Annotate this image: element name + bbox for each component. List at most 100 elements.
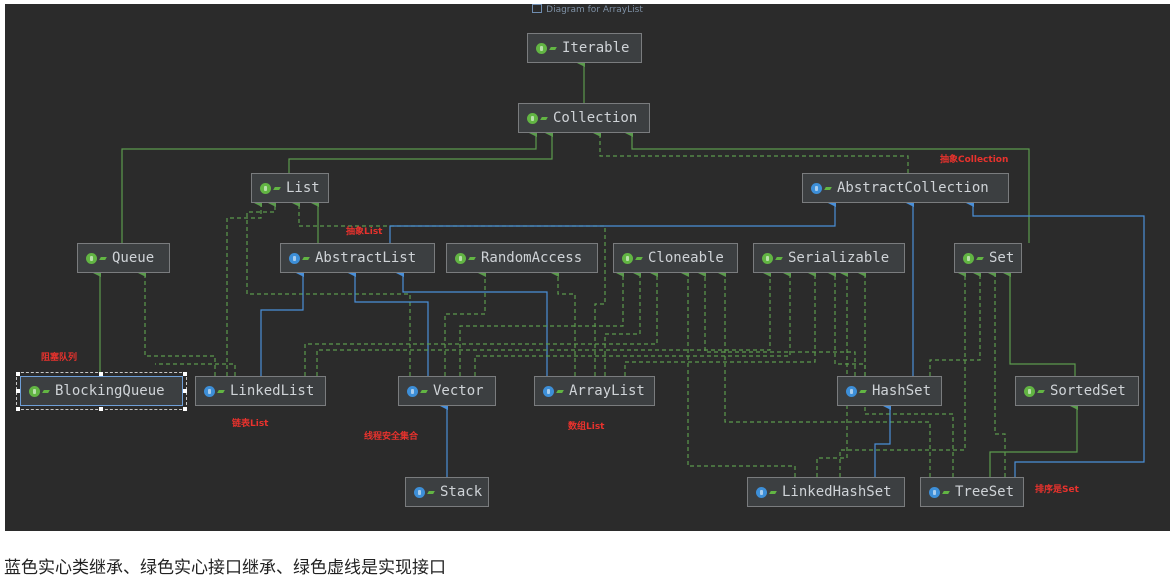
edge-arraylist-randomaccess xyxy=(551,269,576,376)
edge-treeset-abstractcollection xyxy=(966,199,1145,477)
node-label: HashSet xyxy=(872,383,932,399)
node-stack[interactable]: Stack xyxy=(405,477,489,507)
class-icon xyxy=(846,385,857,397)
public-visibility-icon xyxy=(420,389,428,393)
edge-abstractlist-abstractcollection xyxy=(389,199,836,243)
selection-handle[interactable] xyxy=(99,407,103,411)
annotation-array-list: 数组List xyxy=(568,422,605,432)
public-visibility-icon xyxy=(273,186,281,190)
selection-handle[interactable] xyxy=(16,389,20,393)
node-blocking-queue[interactable]: BlockingQueue xyxy=(16,372,187,410)
edge-hashset-cloneable xyxy=(698,269,856,376)
edge-linkedlist-abstractsequential xyxy=(155,363,236,376)
node-label: Vector xyxy=(433,383,484,399)
node-linked-list[interactable]: LinkedList xyxy=(195,376,326,406)
node-label: Set xyxy=(989,250,1015,266)
node-label: Collection xyxy=(553,110,638,126)
node-tree-set[interactable]: TreeSet xyxy=(920,477,1024,507)
public-visibility-icon xyxy=(859,389,867,393)
edge-hashset-set xyxy=(929,269,981,376)
edge-sortedset-set xyxy=(1003,269,1076,376)
diagram-icon xyxy=(532,4,543,13)
node-vector[interactable]: Vector xyxy=(398,376,496,406)
public-visibility-icon xyxy=(302,256,310,260)
edge-arraylist-list xyxy=(292,199,606,376)
node-label: LinkedHashSet xyxy=(782,484,892,500)
edge-linkedhashset-set xyxy=(839,269,966,477)
selection-handle[interactable] xyxy=(183,389,187,393)
node-label: RandomAccess xyxy=(481,250,583,266)
public-visibility-icon xyxy=(556,389,564,393)
public-visibility-icon xyxy=(769,490,777,494)
selection-handle[interactable] xyxy=(183,372,187,376)
edge-linkedlist-cloneable xyxy=(304,269,658,376)
annotation-abstract-collection: 抽象Collection xyxy=(940,155,1009,165)
interface-icon xyxy=(455,252,466,264)
window-title: Diagram for ArrayList xyxy=(546,5,643,15)
edge-vector-cloneable xyxy=(459,269,624,376)
edge-abstractcollection-collection xyxy=(593,129,909,173)
node-label: SortedSet xyxy=(1050,383,1126,399)
interface-icon xyxy=(536,42,547,54)
public-visibility-icon xyxy=(1037,389,1045,393)
interface-icon xyxy=(622,252,633,264)
selection-handle[interactable] xyxy=(16,407,20,411)
interface-icon xyxy=(29,385,40,397)
edge-linkedhashset-serializable xyxy=(816,269,848,477)
public-visibility-icon xyxy=(540,116,548,120)
public-visibility-icon xyxy=(427,490,435,494)
node-hash-set[interactable]: HashSet xyxy=(837,376,942,406)
interface-icon xyxy=(963,252,974,264)
node-serializable[interactable]: Serializable xyxy=(753,243,905,273)
diagram-window: Diagram for ArrayList Iterable Collectio… xyxy=(5,4,1170,531)
node-label: Cloneable xyxy=(648,250,724,266)
node-cloneable[interactable]: Cloneable xyxy=(613,243,738,273)
public-visibility-icon xyxy=(942,490,950,494)
public-visibility-icon xyxy=(549,46,557,50)
edge-arraylist-cloneable xyxy=(604,269,641,376)
node-abstract-collection[interactable]: AbstractCollection xyxy=(802,173,1009,203)
selection-handle[interactable] xyxy=(183,407,187,411)
node-label: Queue xyxy=(112,250,155,266)
public-visibility-icon xyxy=(635,256,643,260)
node-label: Stack xyxy=(440,484,483,500)
edge-list-collection xyxy=(288,129,553,173)
node-label: Serializable xyxy=(788,250,890,266)
edge-linkedhashset-hashset xyxy=(874,402,891,477)
node-list[interactable]: List xyxy=(251,173,329,203)
edge-linkedhashset-cloneable xyxy=(681,269,796,477)
edge-treeset-cloneable xyxy=(718,269,931,477)
class-icon xyxy=(756,486,767,498)
edge-queue-collection xyxy=(121,129,537,243)
edge-linkedlist-abstractlist xyxy=(260,269,304,376)
node-label: BlockingQueue xyxy=(55,383,165,399)
edge-linkedlist-serializable xyxy=(316,269,771,376)
node-iterable[interactable]: Iterable xyxy=(527,33,642,63)
abstract-class-icon xyxy=(289,252,300,264)
node-abstract-list[interactable]: AbstractList xyxy=(280,243,435,273)
selection-handle[interactable] xyxy=(99,372,103,376)
edge-linkedlist-queue xyxy=(138,269,216,376)
edge-treeset-serializable xyxy=(858,269,954,477)
public-visibility-icon xyxy=(824,186,832,190)
node-sorted-set[interactable]: SortedSet xyxy=(1015,376,1139,406)
node-set[interactable]: Set xyxy=(954,243,1022,273)
edge-treeset-sortedset xyxy=(989,402,1078,477)
node-linked-hash-set[interactable]: LinkedHashSet xyxy=(747,477,905,507)
edge-vector-randomaccess xyxy=(444,269,486,376)
public-visibility-icon xyxy=(42,389,50,393)
node-queue[interactable]: Queue xyxy=(77,243,170,273)
annotation-linked-list: 链表List xyxy=(232,419,269,429)
node-collection[interactable]: Collection xyxy=(518,103,650,133)
node-array-list[interactable]: ArrayList xyxy=(534,376,655,406)
selection-handle[interactable] xyxy=(16,372,20,376)
public-visibility-icon xyxy=(468,256,476,260)
window-title-bar: Diagram for ArrayList xyxy=(5,4,1170,16)
class-icon xyxy=(204,385,215,397)
edge-treeset-set xyxy=(988,269,1006,477)
public-visibility-icon xyxy=(775,256,783,260)
interface-icon xyxy=(762,252,773,264)
node-label: Iterable xyxy=(562,40,630,56)
node-random-access[interactable]: RandomAccess xyxy=(446,243,598,273)
interface-icon xyxy=(260,182,271,194)
